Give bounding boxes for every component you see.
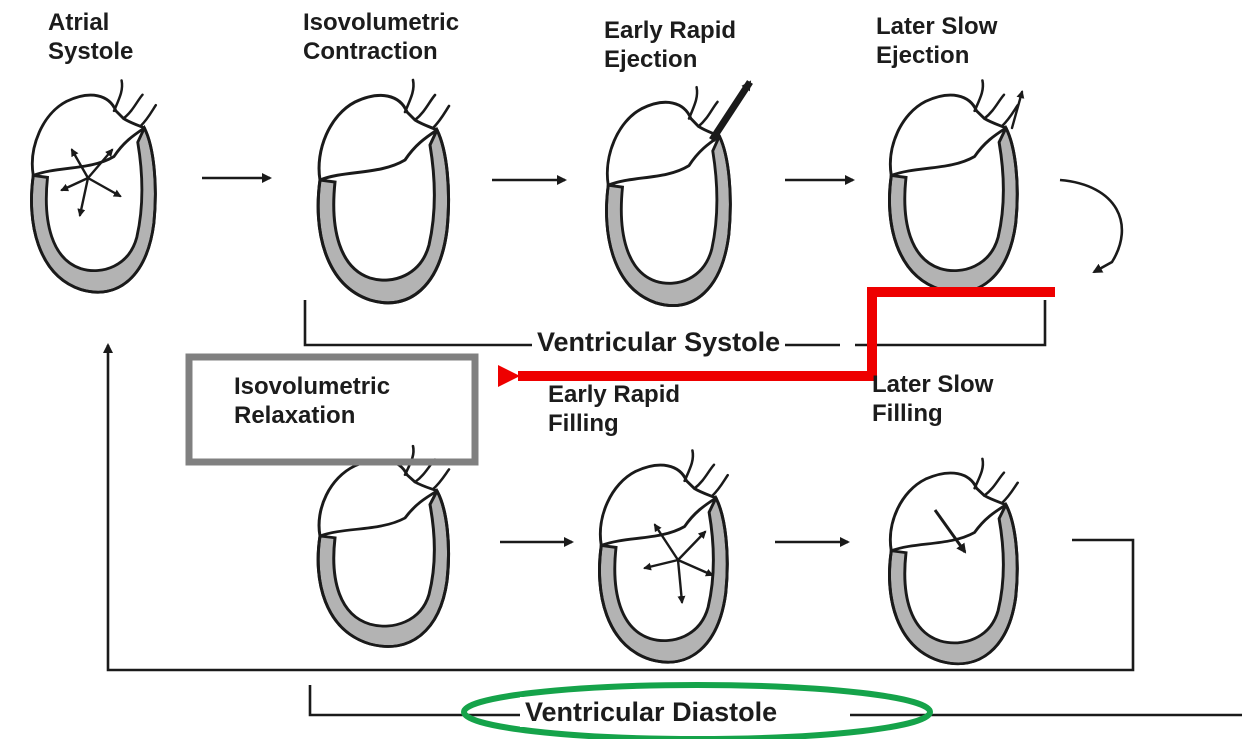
heart-later-slow-ejection <box>889 80 1022 292</box>
label-ventricular-systole: Ventricular Systole <box>532 327 785 357</box>
heart-atrial-systole <box>31 80 155 292</box>
heart-isovolumetric-contraction <box>318 80 449 303</box>
label-ventricular-diastole: Ventricular Diastole <box>520 697 782 727</box>
label-early-rapid-filling: Early Rapid Filling <box>548 380 680 438</box>
heart-isovolumetric-relaxation <box>318 446 449 647</box>
systole-bracket-right <box>855 300 1045 345</box>
label-later-slow-ejection: Later Slow Ejection <box>876 12 997 70</box>
heart-early-rapid-filling <box>599 451 727 663</box>
curved-arrow-icon <box>1060 180 1122 272</box>
ejection-arrow-icon <box>712 82 750 140</box>
label-atrial-systole: Atrial Systole <box>48 8 133 66</box>
heart-later-slow-filling <box>889 459 1017 664</box>
slow-filling-arrow-icon <box>935 510 965 552</box>
atrial-contraction-arrows-icon <box>62 150 120 215</box>
label-later-slow-filling: Later Slow Filling <box>872 370 993 428</box>
label-early-rapid-ejection: Early Rapid Ejection <box>604 16 736 74</box>
label-isovolumetric-contraction: Isovolumetric Contraction <box>303 8 459 66</box>
heart-early-rapid-ejection <box>606 82 750 306</box>
label-isovolumetric-relaxation: Isovolumetric Relaxation <box>234 372 390 430</box>
